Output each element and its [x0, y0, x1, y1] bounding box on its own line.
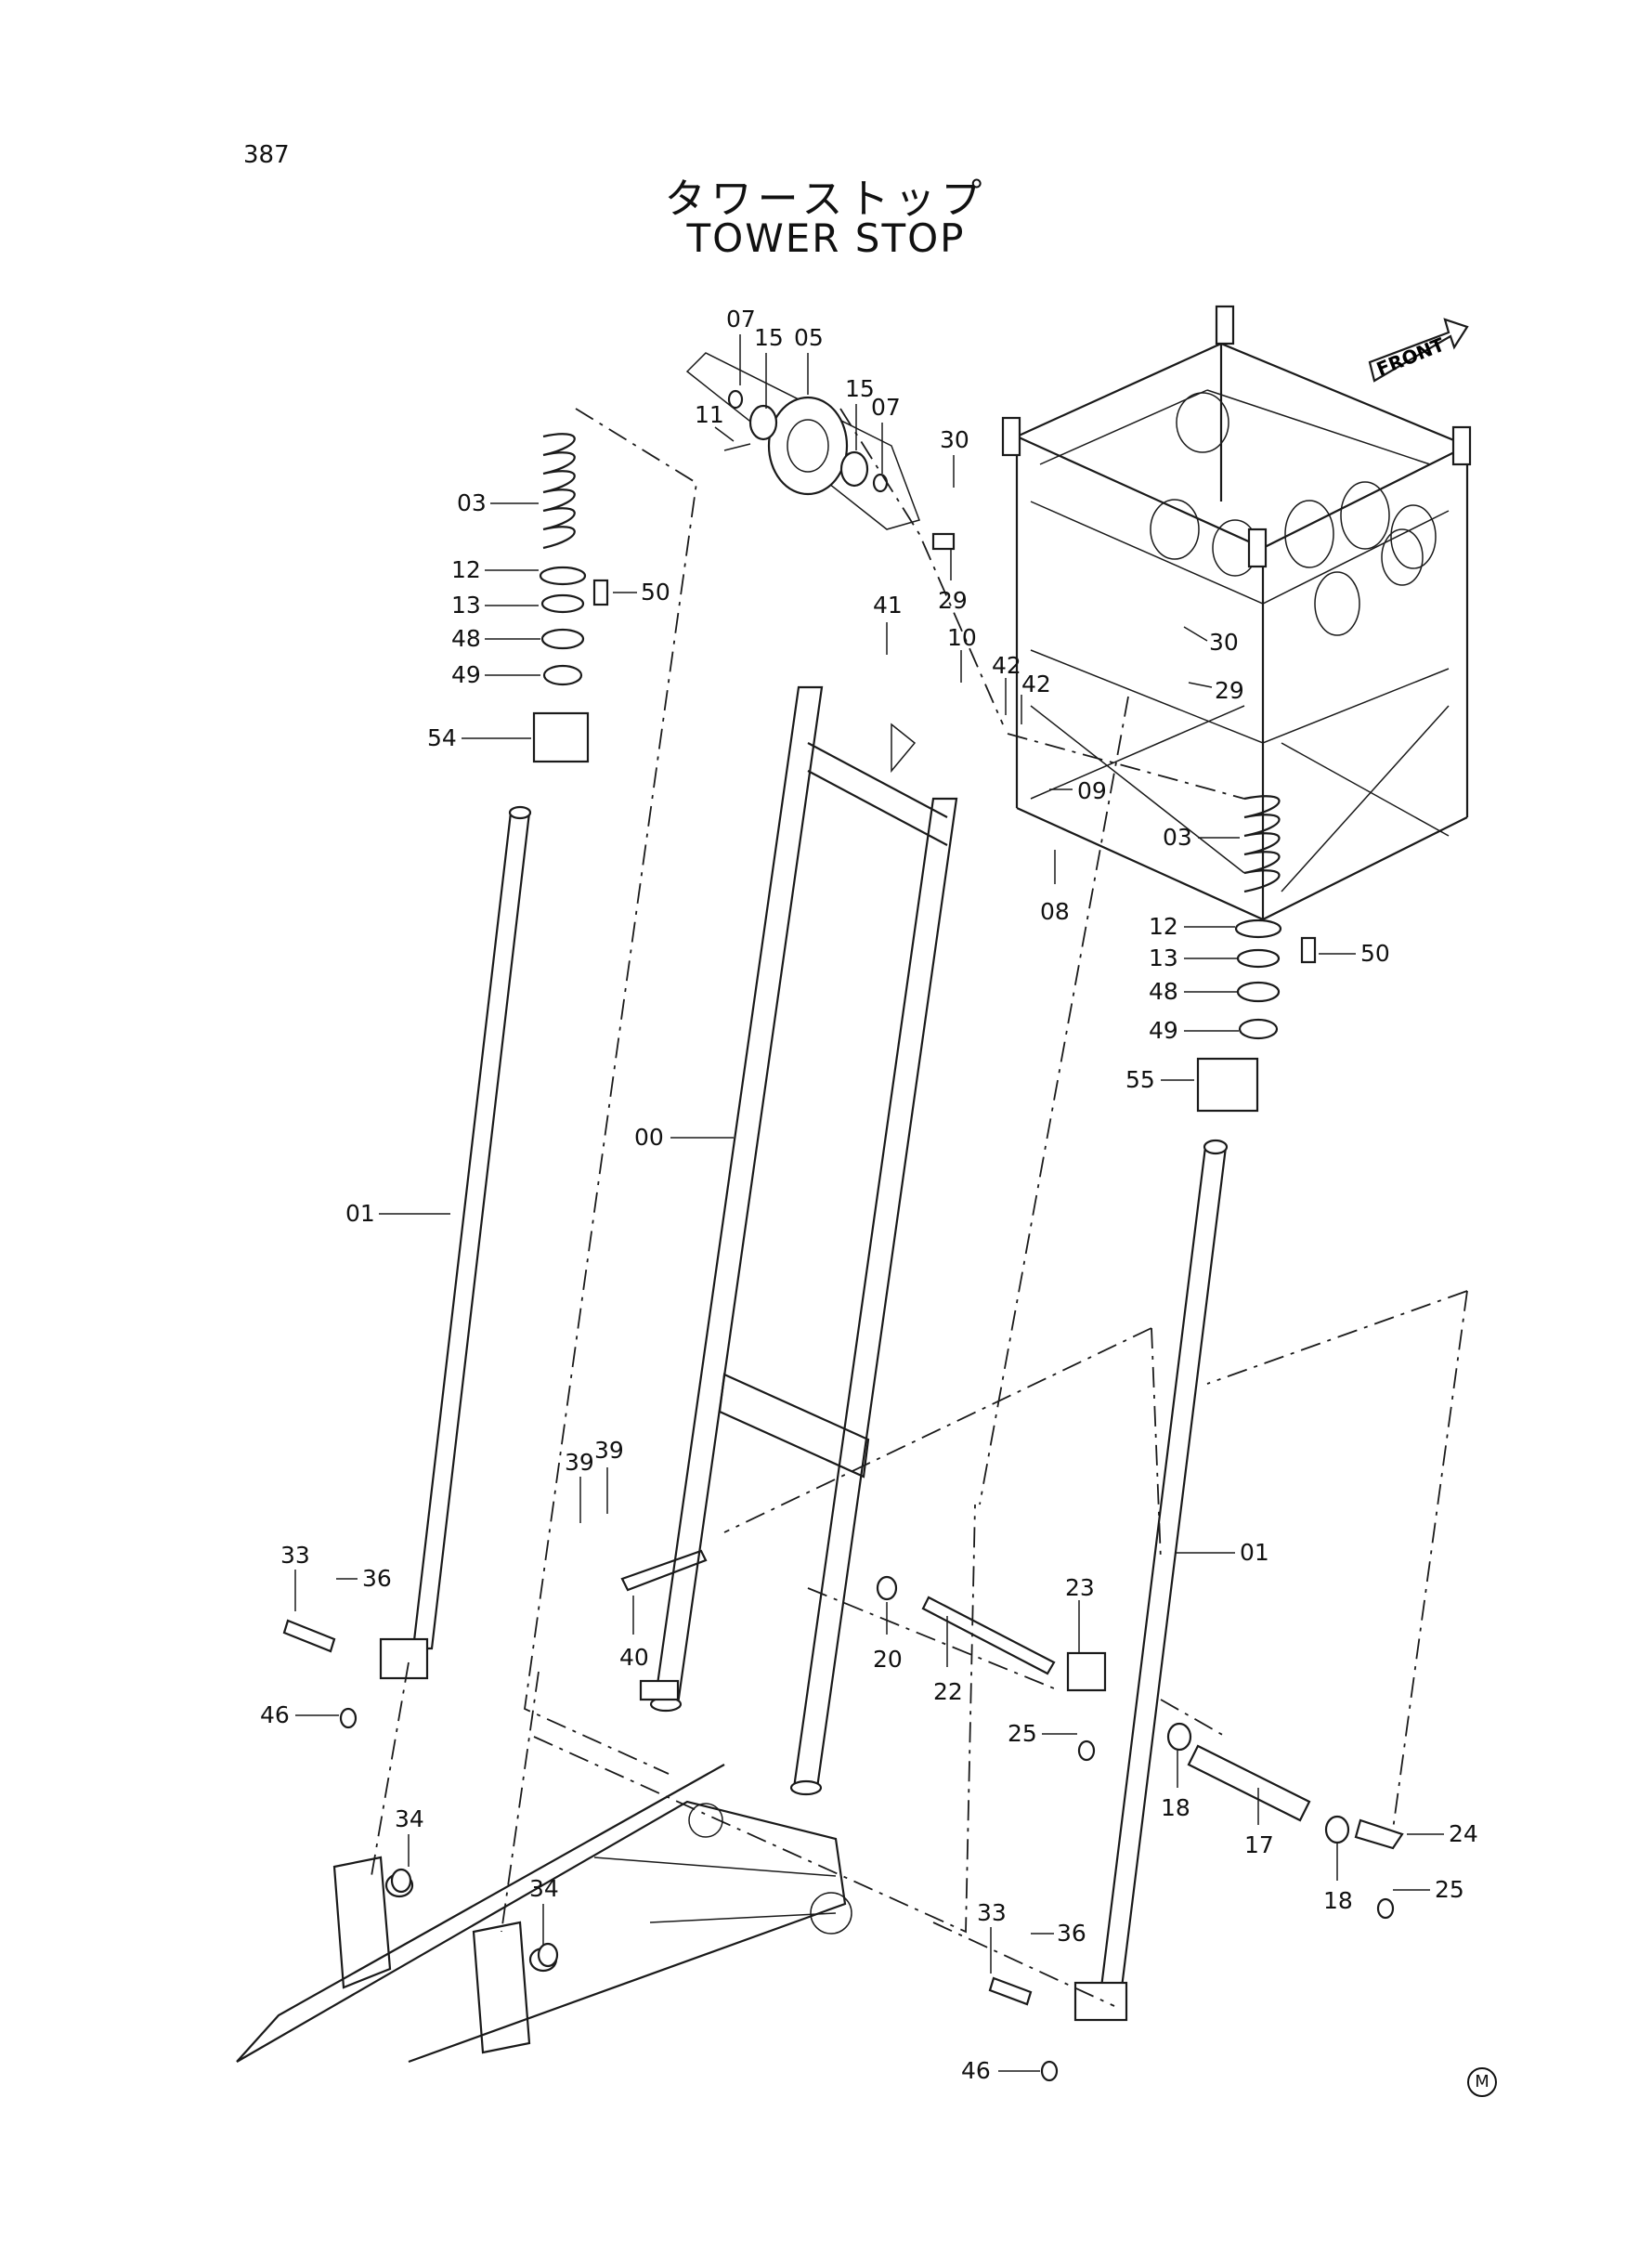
callout-33b: 33: [977, 1899, 1007, 1926]
callout-25b: 25: [1435, 1876, 1464, 1903]
callout-55: 55: [1125, 1066, 1155, 1093]
title-japanese: タワーストップ: [664, 176, 988, 223]
callout-10: 10: [947, 624, 977, 651]
callout-48b: 48: [1149, 978, 1178, 1005]
assembly-lines: [371, 408, 1468, 2007]
callout-33a: 33: [280, 1542, 310, 1569]
callout-09: 09: [1077, 777, 1107, 804]
callout-50a: 50: [641, 579, 670, 606]
callout-07b: 07: [871, 394, 901, 421]
callout-12a: 12: [451, 556, 481, 583]
callout-05: 05: [794, 324, 824, 351]
main-frame-00: [649, 685, 958, 1796]
callout-13a: 13: [451, 592, 481, 619]
callout-42b: 42: [1021, 671, 1051, 697]
front-direction-tag: FRONT: [1368, 318, 1469, 383]
page-number: 387: [243, 141, 290, 169]
callout-39b: 39: [594, 1437, 624, 1464]
callout-30a: 30: [940, 426, 969, 453]
callout-54: 54: [427, 724, 457, 751]
callout-23: 23: [1065, 1574, 1095, 1601]
callout-18b: 18: [1323, 1887, 1353, 1914]
callout-24: 24: [1449, 1820, 1478, 1847]
callout-11: 11: [695, 401, 724, 428]
callout-00: 00: [634, 1124, 664, 1151]
callout-29b: 29: [1215, 677, 1244, 704]
callout-25a: 25: [1008, 1720, 1037, 1747]
callout-34a: 34: [395, 1805, 424, 1832]
callouts: 07 15 05 15 07 11 30 03 12 50 13 48: [260, 306, 1478, 2084]
callout-49b: 49: [1149, 1017, 1178, 1044]
left-pipe-01: [379, 805, 532, 1680]
callout-34b: 34: [529, 1875, 559, 1902]
callout-15a: 15: [754, 324, 784, 351]
title-english: TOWER STOP: [686, 215, 966, 261]
left-spring-stack: [532, 433, 609, 763]
callout-50b: 50: [1360, 940, 1390, 967]
callout-22: 22: [933, 1678, 963, 1705]
callout-01a: 01: [345, 1200, 375, 1227]
callout-03a: 03: [457, 489, 487, 516]
tower-frame: [1001, 305, 1472, 921]
right-pipe-01: [1073, 1139, 1229, 2022]
callout-36a: 36: [362, 1565, 392, 1592]
callout-13b: 13: [1149, 945, 1178, 971]
callout-07a: 07: [726, 306, 756, 332]
callout-29a: 29: [938, 587, 968, 614]
callout-49a: 49: [451, 661, 481, 688]
callout-17: 17: [1244, 1831, 1274, 1858]
callout-03b: 03: [1163, 824, 1192, 851]
callout-15b: 15: [845, 375, 875, 402]
callout-01b: 01: [1240, 1539, 1269, 1566]
callout-18a: 18: [1161, 1794, 1190, 1821]
callout-39a: 39: [565, 1449, 594, 1476]
manufacturer-mark: M: [1467, 2067, 1497, 2097]
lower-hardware: [282, 1549, 1404, 2082]
callout-42a: 42: [992, 652, 1021, 679]
callout-48a: 48: [451, 625, 481, 652]
base-frame: [236, 1764, 852, 2064]
callout-46a: 46: [260, 1701, 290, 1728]
front-label: FRONT: [1373, 333, 1448, 381]
right-spring-stack: [1196, 795, 1317, 1113]
callout-41: 41: [873, 592, 903, 619]
callout-46b: 46: [961, 2057, 991, 2084]
callout-08: 08: [1040, 898, 1070, 925]
callout-30b: 30: [1209, 629, 1239, 656]
callout-40: 40: [619, 1644, 649, 1671]
callout-12b: 12: [1149, 913, 1178, 940]
sheave-assembly: [685, 352, 956, 551]
callout-36b: 36: [1057, 1920, 1086, 1947]
callout-20: 20: [873, 1646, 903, 1673]
